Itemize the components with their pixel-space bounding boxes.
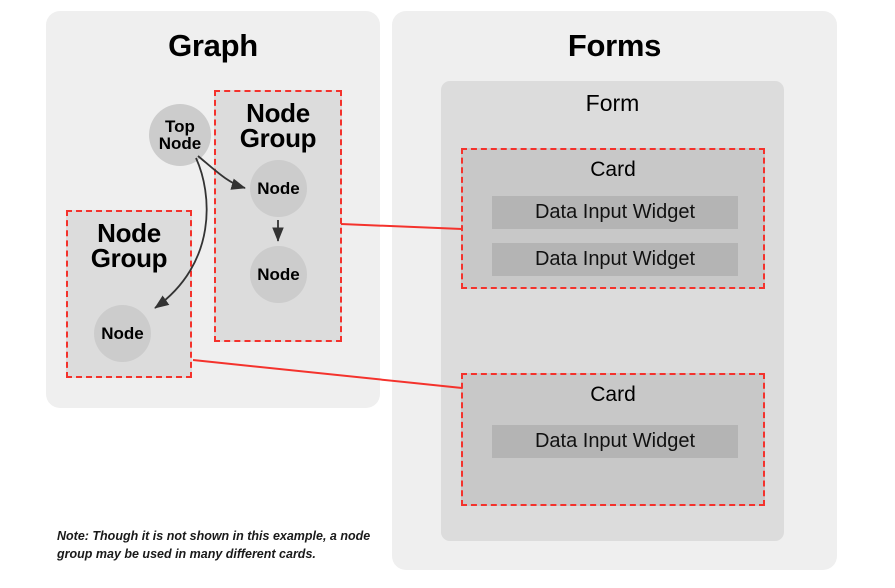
card-2[interactable]: Card Data Input Widget bbox=[461, 373, 765, 506]
node-group-right-node-1[interactable]: Node bbox=[250, 160, 307, 217]
card-2-data-input-widget-1[interactable]: Data Input Widget bbox=[492, 425, 738, 458]
node-group-right-title-line1: Node bbox=[246, 98, 310, 128]
node-group-left-title: Node Group bbox=[68, 218, 190, 274]
form-container: Form Card Data Input Widget Data Input W… bbox=[441, 81, 784, 541]
node-top-node-label-line2: Node bbox=[158, 134, 202, 153]
node-top-node-label: Top Node bbox=[159, 118, 202, 152]
note-text: Note: Though it is not shown in this exa… bbox=[57, 529, 371, 562]
node-group-left-title-line2: Group bbox=[90, 243, 168, 274]
node-group-right-node-2[interactable]: Node bbox=[250, 246, 307, 303]
graph-panel-title: Graph bbox=[168, 28, 258, 63]
forms-panel: Forms Form Card Data Input Widget Data I… bbox=[392, 11, 837, 570]
node-group-right-title: Node Group bbox=[216, 98, 340, 154]
node-group-right-title-line2: Group bbox=[239, 123, 317, 154]
node-group-left-title-line1: Node bbox=[97, 218, 161, 248]
card-1-data-input-widget-2[interactable]: Data Input Widget bbox=[492, 243, 738, 276]
node-top-node-label-line1: Top bbox=[165, 117, 195, 136]
forms-panel-title: Forms bbox=[567, 28, 662, 63]
card-1[interactable]: Card Data Input Widget Data Input Widget bbox=[461, 148, 765, 289]
card-1-data-input-widget-1[interactable]: Data Input Widget bbox=[492, 196, 738, 229]
card-2-title: Card bbox=[590, 383, 636, 406]
graph-panel: Graph Node Group Node Group Top Node Nod… bbox=[46, 11, 380, 408]
node-top-node[interactable]: Top Node bbox=[149, 104, 211, 166]
node-group-left-node-1[interactable]: Node bbox=[94, 305, 151, 362]
card-1-title: Card bbox=[590, 158, 636, 181]
form-title: Form bbox=[585, 90, 640, 116]
